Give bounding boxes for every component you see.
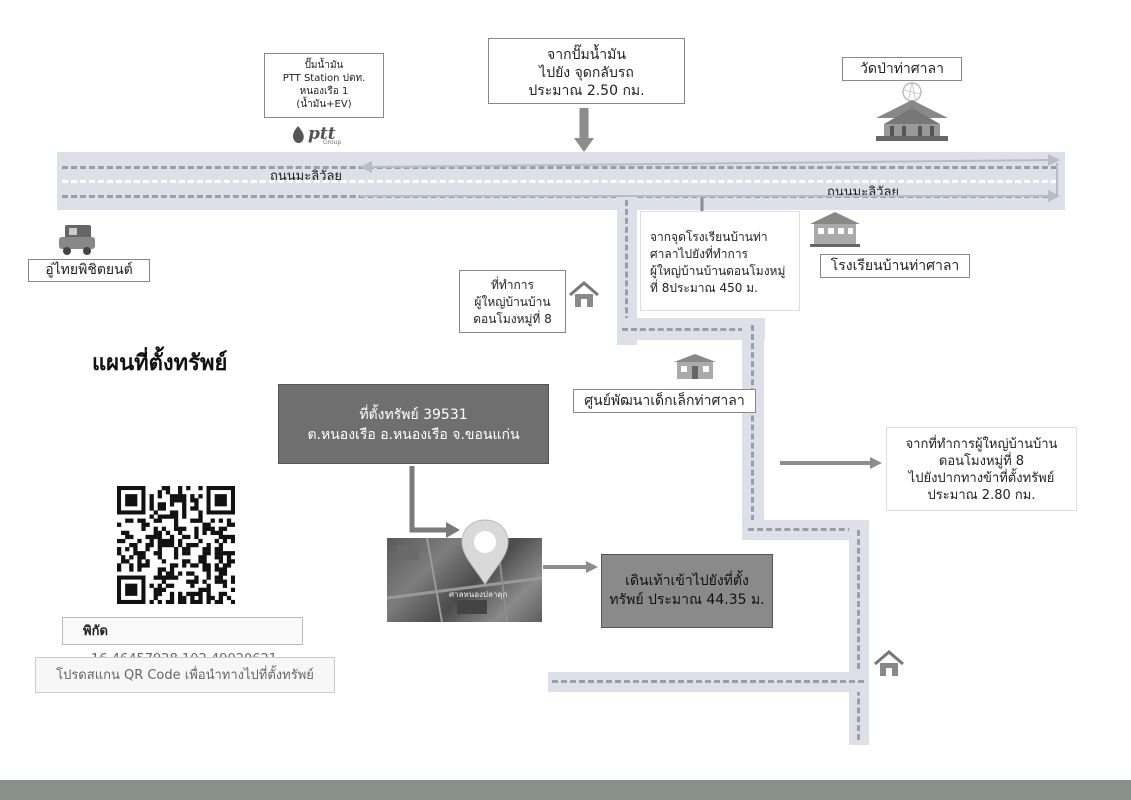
gas-station-box: ปั๊มน้ำมัน PTT Station ปตท. หนองเรือ 1 (… [264, 53, 384, 118]
scan-note: โปรดสแกน QR Code เพื่อนำทางไปที่ตั้งทรัพ… [56, 668, 314, 683]
property-line-2: ต.หนองเรือ อ.หนองเรือ จ.ขอนแก่น [307, 427, 520, 443]
side-road-1-dash [625, 200, 628, 340]
photo-caption: ศาลหนองปลาดุก [449, 590, 508, 599]
car-shop-icon [59, 225, 95, 255]
temple-label: วัดป่าท่าศาลา [860, 61, 944, 77]
property-line-1: ที่ตั้งทรัพย์ 39531 [359, 407, 468, 423]
house-icon [569, 281, 599, 307]
road-label-left: ถนนมะลิวัลย [270, 169, 343, 184]
property-box: ที่ตั้งทรัพย์ 39531 ต.หนองเรือ อ.หนองเรื… [278, 384, 549, 464]
child-center-label-box: ศูนย์พัฒนาเด็กเล็กท่าศาลา [573, 389, 756, 413]
main-road-lane-top [62, 166, 1057, 169]
dir-school-line-2: ศาลาไปยังที่ทำการ [650, 247, 748, 261]
side-road-4-dash [748, 528, 863, 531]
side-road-6-dash [552, 680, 864, 683]
side-road-3-dash [751, 325, 754, 530]
main-road-lane-divider [62, 180, 1057, 183]
dir-gas-line-1: จากปั๊มน้ำมัน [547, 47, 626, 63]
scan-note-box: โปรดสแกน QR Code เพื่อนำทางไปที่ตั้งทรัพ… [35, 657, 335, 693]
school-icon [810, 212, 860, 247]
head-office-line-3: ดอนโมงหมู่ที่ 8 [473, 312, 552, 326]
gas-line-4: (น้ำมัน+EV) [296, 99, 352, 110]
dir-head-line-2: ดอนโมงหมู่ที่ 8 [938, 454, 1025, 469]
ptt-logo-sub: Group [323, 139, 342, 146]
direction-from-head-office-box: จากที่ทำการผู้ใหญ่บ้านบ้าน ดอนโมงหมู่ที่… [886, 427, 1077, 511]
side-road-5-dash [857, 530, 860, 740]
direction-from-gas-box: จากปั๊มน้ำมัน ไปยัง จุดกลับรถ ประมาณ 2.5… [488, 38, 685, 104]
walk-line-2: ทรัพย์ ประมาณ 44.35 ม. [609, 592, 765, 608]
school-label-box: โรงเรียนบ้านท่าศาลา [820, 254, 970, 278]
gas-line-3: หนองเรือ 1 [299, 86, 349, 97]
walk-direction-box: เดินเท้าเข้าไปยังที่ตั้ง ทรัพย์ ประมาณ 4… [601, 554, 773, 628]
map-sheet: ถนนมะลิวัลย ถนนมะลิวัลย ปั๊มน้ำมัน [0, 0, 1131, 780]
destination-house-icon [874, 650, 904, 676]
dir-head-line-3: ไปยังปากทางข้าที่ตั้งทรัพย์ [908, 471, 1055, 486]
dir-head-line-4: ประมาณ 2.80 กม. [927, 488, 1036, 503]
location-pin-icon [461, 519, 509, 585]
road-label-right: ถนนมะลิวัลย [827, 185, 900, 200]
dir-gas-line-2: ไปยัง จุดกลับรถ [539, 65, 634, 81]
car-shop-label: อู่ไทยพิชิตยนต์ [45, 262, 133, 278]
arrow-property-to-photo [409, 466, 448, 533]
temple-label-box: วัดป่าท่าศาลา [842, 57, 962, 81]
village-head-office-box: ที่ทำการ ผู้ใหญ่บ้านบ้าน ดอนโมงหมู่ที่ 8 [459, 270, 566, 333]
temple-icon [876, 81, 948, 141]
qr-code-icon [117, 486, 235, 604]
school-label: โรงเรียนบ้านท่าศาลา [830, 258, 960, 274]
dir-head-line-1: จากที่ทำการผู้ใหญ่บ้านบ้าน [905, 437, 1058, 452]
dir-school-line-3: ผู้ใหญ่บ้านบ้านดอนโมงหมู่ [650, 264, 786, 278]
direction-from-school-box: จากจุดโรงเรียนบ้านท่า ศาลาไปยังที่ทำการ … [640, 211, 800, 311]
ptt-logo-text: ptt [308, 124, 336, 144]
dir-school-line-4: ที่ 8ประมาณ 450 ม. [650, 281, 758, 295]
dir-gas-line-3: ประมาณ 2.50 กม. [528, 83, 645, 99]
gas-line-2: PTT Station ปตท. [282, 73, 366, 84]
dir-school-line-1: จากจุดโรงเรียนบ้านท่า [650, 230, 768, 244]
child-center-icon [674, 354, 716, 379]
head-office-line-1: ที่ทำการ [490, 278, 534, 292]
walk-line-1: เดินเท้าเข้าไปยังที่ตั้ง [625, 573, 749, 589]
main-road-lane-bottom [62, 195, 1057, 198]
gas-line-1: ปั๊มน้ำมัน [304, 60, 344, 71]
child-center-label: ศูนย์พัฒนาเด็กเล็กท่าศาลา [584, 393, 745, 409]
coordinates-label: พิกัด [83, 624, 108, 639]
ptt-logo-icon: ptt Group [290, 124, 350, 147]
head-office-line-2: ผู้ใหญ่บ้านบ้าน [474, 295, 551, 309]
side-road-2-dash [622, 328, 762, 331]
coordinates-box: พิกัด 16.46457928,102.49020621 [62, 617, 303, 667]
map-title: แผนที่ตั้งทรัพย์ [92, 350, 228, 376]
car-shop-label-box: อู่ไทยพิชิตยนต์ [28, 259, 150, 282]
